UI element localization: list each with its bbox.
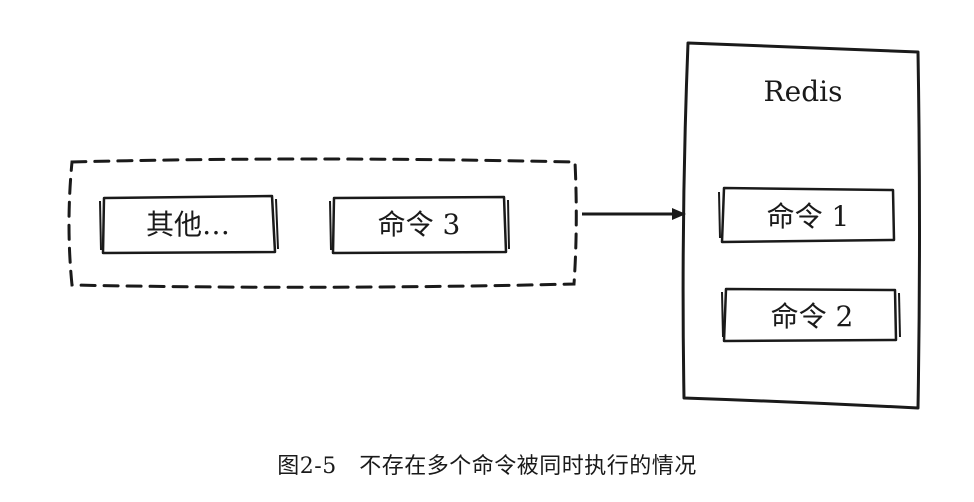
redis-command-1-label: 命令 1 — [767, 200, 850, 233]
queue-item-command-3-label: 命令 3 — [378, 208, 461, 241]
command-queue: 其他… 命令 3 — [67, 157, 578, 289]
redis-command-1: 命令 1 — [718, 186, 896, 244]
queue-item-others: 其他… — [99, 194, 279, 255]
redis-title: Redis — [764, 75, 843, 108]
queue-item-others-label: 其他… — [146, 208, 230, 241]
redis-server: Redis 命令 1 命令 2 — [681, 41, 921, 410]
figure-caption: 图2-5 不存在多个命令被同时执行的情况 — [277, 454, 697, 479]
queue-item-command-3: 命令 3 — [329, 195, 510, 255]
redis-command-2: 命令 2 — [721, 287, 901, 343]
redis-command-2-label: 命令 2 — [771, 300, 854, 333]
diagram: 其他… 命令 3 Redis 命令 1 命令 2 — [67, 41, 921, 410]
